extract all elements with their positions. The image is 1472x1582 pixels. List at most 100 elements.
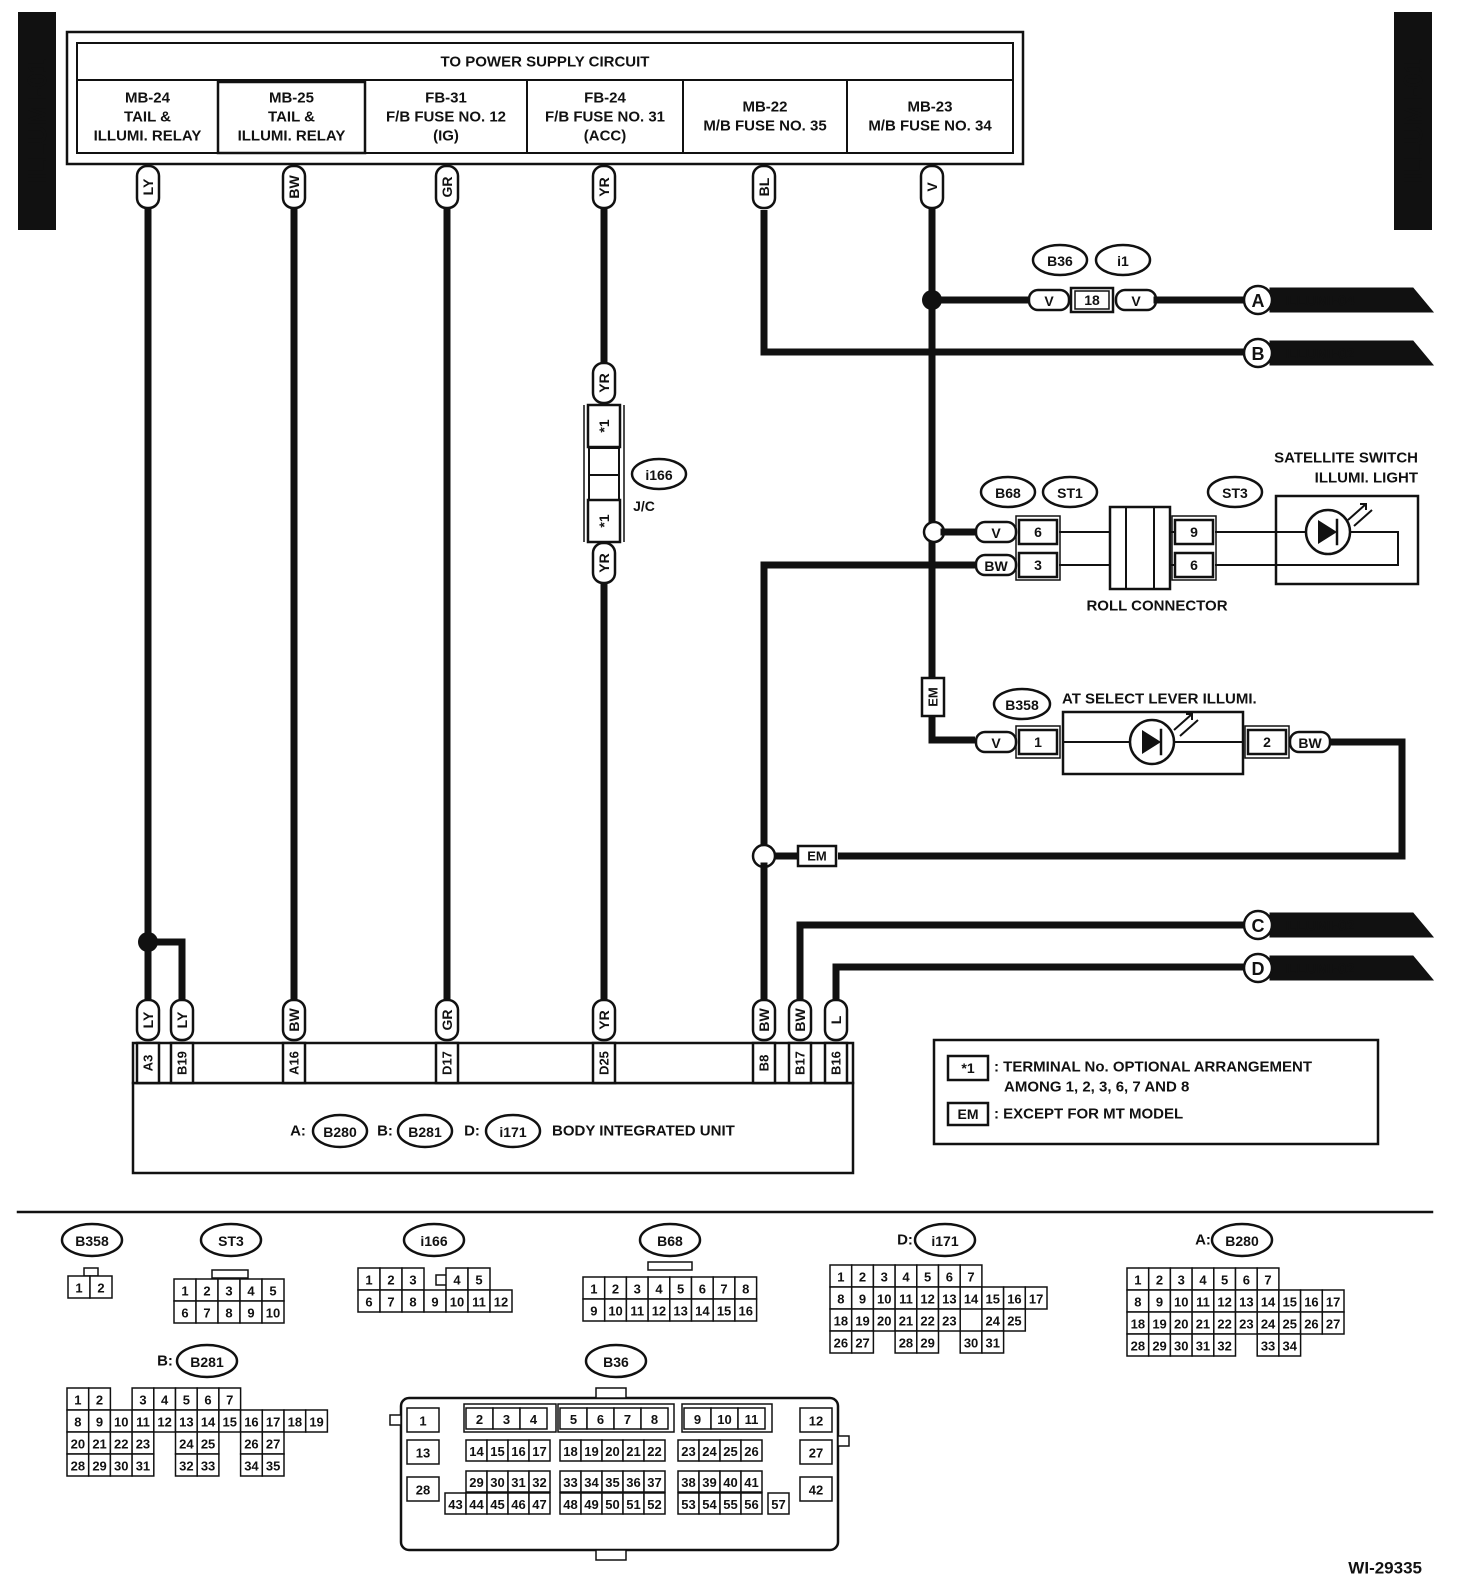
cv-i171-pin-text: 2 [859, 1270, 866, 1285]
cv-B36-pin-text: 2 [476, 1412, 483, 1427]
cv-ST3-pin-text: 10 [266, 1306, 280, 1321]
cv-B36-pin-text: 28 [416, 1483, 430, 1498]
cv-B280-pin-text: 13 [1239, 1295, 1253, 1310]
wire-BW-return [838, 738, 1406, 860]
bcm-pin-D25 [591, 1041, 617, 1085]
jc-star-top-frame [586, 403, 622, 449]
bcm-pin-B19-text: B19 [175, 1051, 190, 1075]
cv-B36-pin-text: 25 [723, 1444, 737, 1459]
cv-B281-pin-text: 2 [96, 1393, 103, 1408]
cv-B36-pin-text: 44 [469, 1497, 484, 1512]
cv-ST3-pin-text: 1 [181, 1284, 188, 1299]
tag-V-b68-text: V [991, 525, 1001, 541]
cv-B36-pin [799, 1476, 833, 1502]
cv-B36-key-right [837, 1435, 850, 1447]
power-source-MB-24-line: ILLUMI. RELAY [94, 128, 202, 145]
cv-B280-pin-text: 1 [1134, 1273, 1141, 1288]
cv-B281-pin-text: 13 [179, 1415, 193, 1430]
cv-B36-pin-text: 57 [771, 1497, 785, 1512]
cv-i171-pin-text: 1 [837, 1270, 844, 1285]
wire-tag-BL-text: BL [756, 177, 772, 196]
cv-B36-title [584, 1343, 648, 1379]
connector-i166-label [630, 457, 688, 491]
cv-B68-pin-text: 5 [677, 1282, 684, 1297]
bcm-wire-tag-B8 [751, 998, 777, 1042]
wire-tag-LY [135, 164, 161, 210]
cv-B36-pin-text: 22 [647, 1444, 661, 1459]
connector-ST1-label-text: ST1 [1057, 485, 1083, 501]
cv-i171-pin-text: 12 [920, 1292, 934, 1307]
cv-i166-pin-text: 9 [431, 1295, 438, 1310]
power-source-FB-24-line: (ACC) [584, 128, 627, 145]
side-tab-right-text: ILLUMI-01 [1398, 59, 1428, 183]
b358-pin2 [1246, 728, 1288, 756]
cv-B281-pin-text: 20 [71, 1437, 85, 1452]
power-source-MB-25-line: TAIL & [268, 109, 315, 126]
cv-B280-pin-text: 24 [1261, 1317, 1276, 1332]
figure-id: WI-29335 [1348, 1559, 1422, 1578]
wire-tag-BW [281, 164, 307, 210]
bcm-wire-tag-B17 [787, 998, 813, 1042]
bcm-label: BODY INTEGRATED UNIT [552, 1123, 735, 1140]
satellite-label-1: SATELLITE SWITCH [1274, 450, 1418, 467]
cv-i171-pin-text: 15 [986, 1292, 1000, 1307]
cv-B281-pin [261, 1453, 285, 1477]
legend-em-text: : EXCEPT FOR MT MODEL [994, 1106, 1183, 1123]
cv-B280-pin [1321, 1311, 1345, 1335]
ref-B-circle [1242, 337, 1274, 369]
bcm-pin-B8-text: B8 [757, 1055, 772, 1072]
side-tab-left [18, 12, 56, 230]
bcm-wire-tag-B16-text: L [828, 1015, 844, 1024]
cv-B36-latch-bottom [595, 1549, 627, 1561]
cv-B36-pin-text: 21 [626, 1444, 640, 1459]
power-source-FB-31-line: (IG) [433, 128, 459, 145]
cv-B36-pin-text: 29 [469, 1475, 483, 1490]
cv-ST3-pin-text: 5 [269, 1284, 276, 1299]
cv-B281-pin-text: 21 [92, 1437, 106, 1452]
roll-connector [1108, 505, 1172, 591]
b358-pin1-text: 1 [1034, 734, 1042, 750]
cv-B280-pin-text: 6 [1243, 1273, 1250, 1288]
bcm-prefix-b: B: [377, 1123, 393, 1140]
wire-tag-V [919, 164, 945, 210]
b36-i1-pin-inner [1074, 290, 1110, 310]
connector-B68-label [979, 475, 1037, 509]
cv-B281-pin-text: 11 [136, 1415, 150, 1430]
satellite-label-2: ILLUMI. LIGHT [1315, 470, 1418, 487]
bcm-prefix-a: A: [290, 1123, 306, 1140]
cv-i166-pin-text: 7 [387, 1295, 394, 1310]
cv-B36-pin [643, 1470, 666, 1493]
cv-i166-pin-text: 3 [409, 1273, 416, 1288]
bcm-wire-tag-A3-text: LY [140, 1011, 156, 1028]
cv-B358-title-text: B358 [75, 1233, 109, 1249]
cv-ST3-latch [211, 1269, 249, 1279]
cv-B36-pin-text: 20 [605, 1444, 619, 1459]
bcm-connector-i171-text: i171 [499, 1124, 526, 1140]
cv-B36-pin-text: 31 [511, 1475, 525, 1490]
satellite-light-rays [1347, 503, 1373, 527]
cv-i171-pin-text: 8 [837, 1292, 844, 1307]
cv-B36-pin [737, 1407, 766, 1430]
cv-i171-pin [1024, 1286, 1048, 1310]
em-tag-return-text: EM [807, 849, 827, 864]
cv-B280-pin-text: 7 [1264, 1273, 1271, 1288]
cv-B36-pin-text: 18 [563, 1444, 577, 1459]
cv-i166-pin-text: 12 [494, 1295, 508, 1310]
cv-B280-pin-text: 11 [1196, 1295, 1210, 1310]
cv-B358-pin [89, 1275, 113, 1299]
cv-B36-key-left [389, 1414, 402, 1426]
side-tab-right [1394, 12, 1432, 230]
bcm-pin-B17-text: B17 [793, 1051, 808, 1075]
b358-frame-in [1015, 725, 1061, 759]
legend-star-key-text: *1 [961, 1060, 974, 1076]
cv-B36-pin [740, 1470, 763, 1493]
cv-B358-latch [83, 1267, 99, 1277]
bcm-pin-A3 [135, 1041, 161, 1085]
bcm-connector-B280-text: B280 [323, 1124, 357, 1140]
at-light-rays [1173, 713, 1199, 737]
bcm-connector-B281-text: B281 [408, 1124, 442, 1140]
cv-B281-pin-text: 10 [114, 1415, 128, 1430]
cv-B36-pin [528, 1492, 551, 1515]
power-source-MB-22-line: MB-22 [742, 99, 787, 116]
